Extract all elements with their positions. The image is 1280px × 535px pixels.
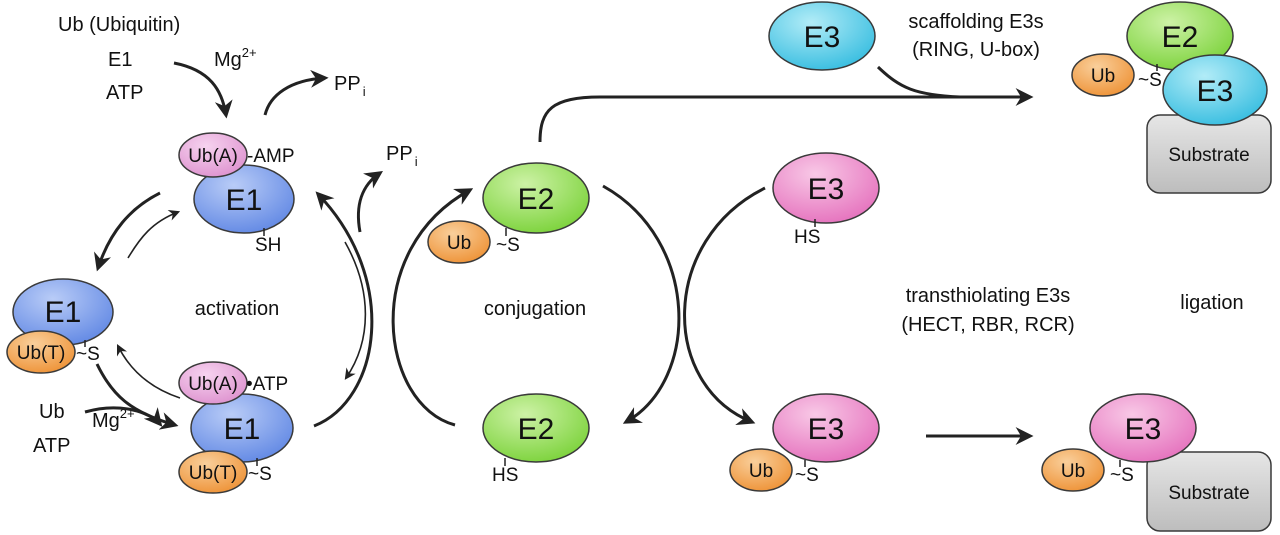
- s-complex-label: ~S: [1138, 70, 1162, 91]
- e2-to-e3-arrow: [602, 184, 681, 424]
- s-e2-label: ~S: [496, 235, 520, 256]
- e3-ring-arrow: [876, 65, 961, 99]
- e1-to-e2-arrow: [391, 188, 474, 427]
- e3-charging-arrow: [683, 186, 766, 425]
- e3-final: [1089, 393, 1197, 463]
- e1-bottom-to-left-thin-arrow: [116, 343, 181, 399]
- e2-complex-label: E2: [1162, 21, 1199, 54]
- e3-final-label: E3: [1125, 413, 1162, 446]
- ub-final-label: Ub: [1061, 461, 1085, 482]
- s-left-label: ~S: [76, 344, 100, 365]
- atp-top-label: ATP: [106, 82, 143, 104]
- e2-bottom-label: E2: [518, 413, 555, 446]
- e3-complex-label: E3: [1197, 75, 1234, 108]
- conjugation-label: conjugation: [484, 298, 586, 320]
- ub-a-amp-label: Ub(A): [188, 146, 238, 167]
- ub-a-amp: [178, 132, 248, 178]
- ub-left-label: Ub: [39, 401, 65, 423]
- amp-label: -AMP: [247, 146, 295, 167]
- s-e3-label: ~S: [795, 465, 819, 486]
- e3-ring: [768, 1, 876, 71]
- e1-bottom-to-top-arrow: [313, 191, 374, 428]
- substrate-top-label: Substrate: [1168, 145, 1249, 166]
- s-final-label: ~S: [1110, 465, 1134, 486]
- sh-label: SH: [255, 235, 281, 256]
- atp-left-label: ATP: [33, 435, 70, 457]
- atp-bound-label: •ATP: [246, 374, 288, 395]
- ligation-label: ligation: [1180, 292, 1243, 314]
- mg-top-label: Mg2+: [214, 45, 257, 71]
- e3-hect-loaded-label: E3: [808, 413, 845, 446]
- ub-complex-label: Ub: [1091, 66, 1115, 87]
- scaffolding-label: scaffolding E3s: [908, 11, 1043, 33]
- e2-top-label: E2: [518, 183, 555, 216]
- e1-top-label: E1: [226, 184, 263, 217]
- e1-top-to-bottom-thin-arrow: [344, 241, 367, 380]
- scaffolding-types-label: (RING, U-box): [912, 39, 1040, 61]
- s-bottom-label: ~S: [248, 464, 272, 485]
- ub-t-left: [6, 330, 76, 374]
- e3-hect-free-label: E3: [808, 173, 845, 206]
- activation-label: activation: [195, 298, 280, 320]
- hs-e2-label: HS: [492, 465, 518, 486]
- e3-hect-free: [772, 152, 880, 224]
- input-arrow: [173, 61, 233, 119]
- ub-e3-label: Ub: [749, 461, 773, 482]
- e1-left-to-bottom-arrow: [95, 363, 179, 430]
- ppi-top-arrow: [263, 69, 329, 116]
- ub-t-bottom-label: Ub(T): [189, 463, 238, 484]
- ub-e2-label: Ub: [447, 233, 471, 254]
- substrate-bottom: [1146, 451, 1272, 532]
- e3-complex: [1162, 54, 1268, 126]
- ub-a-atp: [178, 361, 248, 405]
- e2-top: [482, 162, 590, 234]
- ub-t-bottom: [178, 450, 248, 494]
- ub-ubiquitin-label: Ub (Ubiquitin): [58, 14, 180, 36]
- input-left-arrow: [84, 406, 163, 427]
- ub-e3: [729, 448, 793, 492]
- ub-a-atp-label: Ub(A): [188, 374, 238, 395]
- transthiolating-label: transthiolating E3s: [906, 285, 1071, 307]
- e1-left-to-top-thin-arrow: [127, 209, 181, 259]
- transthiolating-types-label: (HECT, RBR, RCR): [901, 314, 1074, 336]
- substrate-bottom-label: Substrate: [1168, 483, 1249, 504]
- e1-input-label: E1: [108, 49, 132, 71]
- e1-bottom-label: E1: [224, 413, 261, 446]
- ub-t-left-label: Ub(T): [17, 343, 66, 364]
- ub-complex: [1071, 53, 1135, 97]
- ppi-mid-arrow: [356, 171, 383, 233]
- e1-top-to-left-arrow: [94, 191, 161, 272]
- hs-e3-label: HS: [794, 227, 820, 248]
- e1-left-label: E1: [45, 296, 82, 329]
- e3-hect-loaded: [772, 393, 880, 463]
- scaffolding-arrow: [538, 88, 1034, 143]
- ub-final: [1041, 448, 1105, 492]
- e3-ring-label: E3: [804, 21, 841, 54]
- ub-e2: [427, 220, 491, 264]
- e2-bottom: [482, 393, 590, 463]
